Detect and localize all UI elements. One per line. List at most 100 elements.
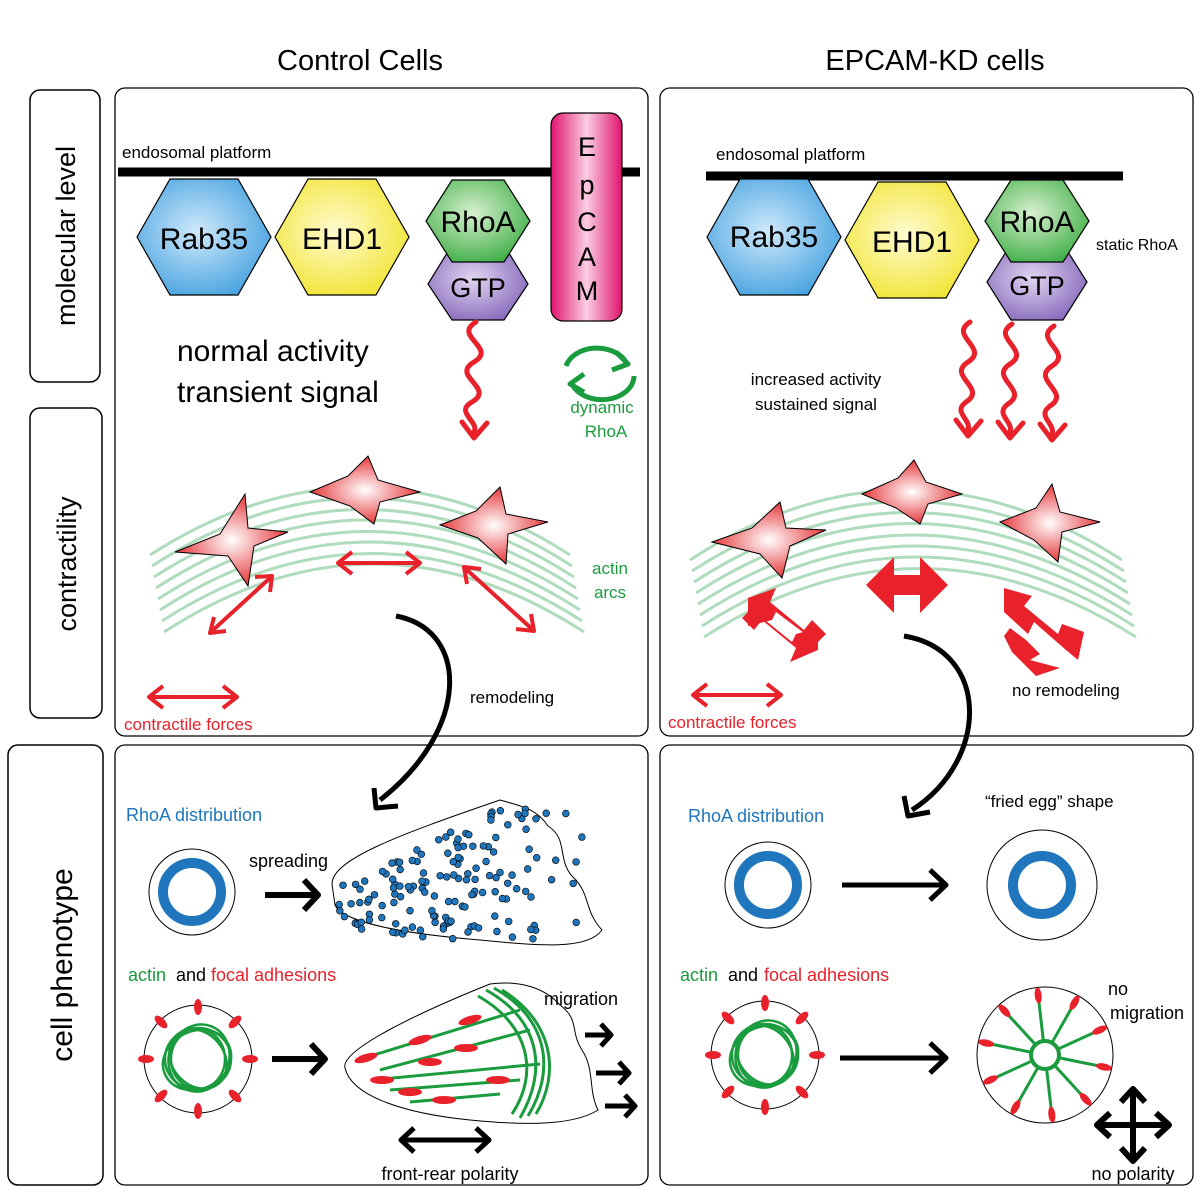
control-rhoa-distribution-label: RhoA distribution xyxy=(126,805,262,825)
remodeling-arrowhead xyxy=(371,787,399,811)
radial-actin-fiber xyxy=(987,1042,1032,1054)
rhoa-dot xyxy=(492,833,500,842)
dynamic-rhoa-cycle-icon xyxy=(563,345,637,403)
rhoa-dot xyxy=(527,893,535,901)
actin-arcs-label-1: actin xyxy=(592,559,628,578)
control-contractile-forces-legend-arrow xyxy=(147,684,239,710)
control-activity-line-1: normal activity xyxy=(177,335,369,368)
rhoa-dot xyxy=(498,894,507,903)
kd-activity-line-1: increased activity xyxy=(751,370,882,389)
control-force-arrows xyxy=(208,550,536,635)
rhoa-dot xyxy=(454,843,462,852)
kd-rab35-hexagon: Rab35 xyxy=(706,178,842,296)
spreading-arrow xyxy=(265,877,321,913)
row-label-molecular-text: molecular level xyxy=(51,146,81,326)
control-endosomal-platform-label: endosomal platform xyxy=(122,143,271,162)
rhoa-dot xyxy=(505,917,513,926)
rhoa-dot xyxy=(478,888,487,897)
kd-contractile-forces-legend-arrow xyxy=(691,682,783,708)
focal-adhesion xyxy=(1092,1025,1108,1035)
rhoa-dot xyxy=(465,830,473,839)
dynamic-rhoa-label-1: dynamic xyxy=(570,398,634,417)
rhoa-dot xyxy=(392,920,400,928)
rhoa-dot xyxy=(419,933,427,941)
kd-large-force-arrows xyxy=(742,557,1084,676)
polarized-migrating-cell xyxy=(344,982,599,1124)
rhoa-dot xyxy=(462,875,471,884)
rhoa-dot xyxy=(430,892,439,900)
no-remodeling-label: no remodeling xyxy=(1012,681,1120,700)
migration-label: migration xyxy=(544,989,618,1009)
radial-actin-fiber xyxy=(991,1059,1033,1081)
rhoa-dot xyxy=(365,895,373,903)
rhoa-dot xyxy=(396,882,404,890)
control-activity-line-2: transient signal xyxy=(177,376,379,409)
actin-arcs-label-2: arcs xyxy=(594,583,626,602)
rhoa-dot xyxy=(444,897,453,906)
control-rhoa-label: RhoA xyxy=(440,206,515,239)
radial-actin-fiber xyxy=(1058,1056,1103,1068)
rhoa-dot xyxy=(482,857,490,866)
rhoa-dot xyxy=(378,867,387,876)
radial-actin-fiber xyxy=(1053,1064,1086,1099)
row-label-contractility: contractility xyxy=(29,407,103,719)
rhoa-dot xyxy=(335,900,343,909)
rhoa-dot xyxy=(450,871,458,879)
rhoa-dot xyxy=(401,926,409,934)
rhoa-dot xyxy=(547,875,556,884)
rhoa-dot xyxy=(508,871,516,879)
remodeling-label: remodeling xyxy=(470,688,554,707)
rhoa-dot xyxy=(512,884,521,893)
rhoa-dot xyxy=(562,809,570,818)
rhoa-dot xyxy=(522,825,530,833)
control-column-title: Control Cells xyxy=(277,45,443,77)
rhoa-dot xyxy=(472,864,480,872)
rhoa-dot xyxy=(419,869,428,877)
dynamic-rhoa-label-2: RhoA xyxy=(585,422,628,441)
no-polarity-four-way-arrow xyxy=(1094,1086,1172,1164)
rhoa-dot xyxy=(487,816,495,824)
kd-rhoa-hexagon: RhoA xyxy=(984,179,1090,263)
focal-adhesion xyxy=(1048,1106,1056,1123)
rhoa-dot xyxy=(532,853,541,862)
rhoa-dot xyxy=(479,842,488,850)
kd-myosin-stars xyxy=(710,459,1101,580)
panel-control-top xyxy=(114,87,649,737)
rhoa-dot xyxy=(340,912,349,921)
panel-control-bottom xyxy=(114,744,649,1186)
rhoa-dot xyxy=(390,898,398,907)
static-rhoa-label: static RhoA xyxy=(1096,237,1178,254)
epcam-letter-4: A xyxy=(578,242,596,272)
rhoa-dot xyxy=(504,821,512,829)
migration-arrows xyxy=(585,1022,638,1119)
control-focal-adhesions-label: focal adhesions xyxy=(211,965,336,985)
rhoa-dot xyxy=(447,917,455,925)
rhoa-dot xyxy=(468,890,476,899)
rhoa-dot xyxy=(351,880,360,889)
rhoa-dot xyxy=(454,835,462,843)
rhoa-dot xyxy=(514,810,522,819)
rhoa-dot xyxy=(451,897,459,906)
rhoa-dot xyxy=(449,934,457,943)
rhoa-dot xyxy=(396,892,405,901)
panel-kd-bottom xyxy=(659,744,1194,1186)
spreading-label: spreading xyxy=(249,851,328,871)
radial-actin-fiber xyxy=(1015,1066,1040,1107)
rhoa-dot xyxy=(378,901,386,910)
rhoa-dot xyxy=(408,856,416,865)
rhoa-dot xyxy=(431,918,439,927)
kd-signal-squiggles xyxy=(953,319,1068,443)
rhoa-dot xyxy=(491,887,499,896)
rhoa-dot xyxy=(389,875,397,883)
rhoa-dot xyxy=(521,887,530,896)
radial-actin-fiber xyxy=(1045,1068,1054,1113)
rhoa-dot xyxy=(339,881,347,889)
kd-rhoa-round-cell xyxy=(724,841,812,929)
rhoa-dot xyxy=(404,882,413,891)
rhoa-dot xyxy=(436,872,444,880)
control-gtp-label: GTP xyxy=(450,273,506,303)
rhoa-dot xyxy=(413,846,421,854)
panel-kd-top xyxy=(659,87,1194,737)
rhoa-dot xyxy=(529,935,537,943)
